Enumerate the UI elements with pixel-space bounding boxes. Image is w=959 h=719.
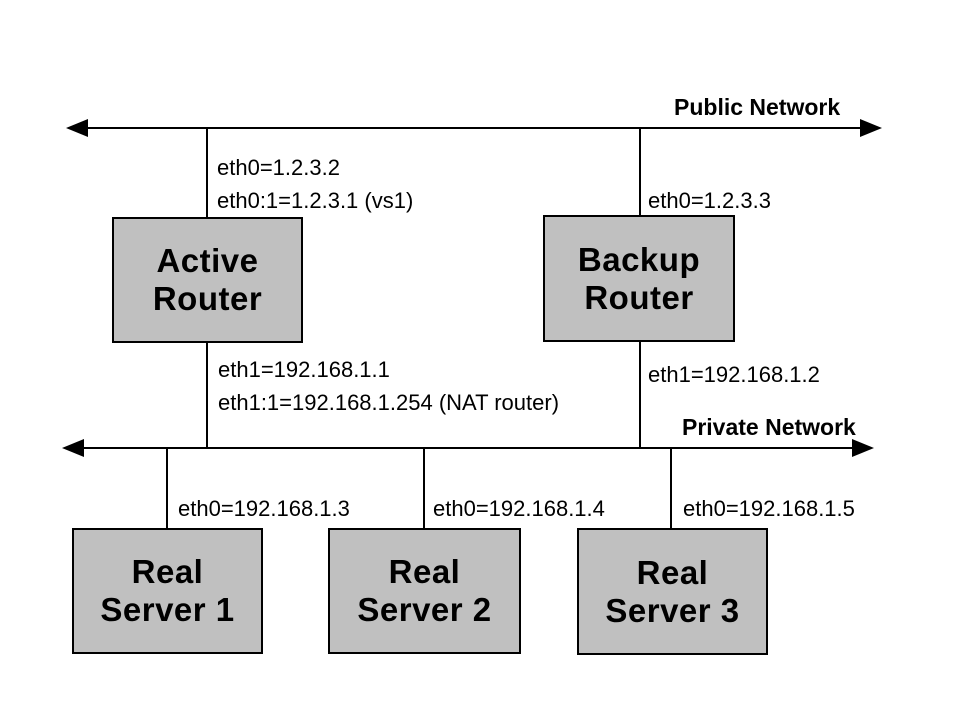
public-network-title: Public Network bbox=[674, 94, 841, 120]
if-label-line: eth1:1=192.168.1.254 (NAT router) bbox=[218, 390, 560, 415]
arrow-left-icon bbox=[66, 119, 88, 137]
if-label-line: eth0:1=1.2.3.1 (vs1) bbox=[217, 188, 414, 213]
node-title-line: Active bbox=[156, 242, 259, 279]
active-router-public-if-labels: eth0=1.2.3.2 eth0:1=1.2.3.1 (vs1) bbox=[217, 151, 413, 217]
line-shaft bbox=[81, 127, 867, 129]
connector-public-to-backup-router bbox=[639, 128, 641, 216]
public-network-line bbox=[66, 119, 882, 137]
real-server-2-node: Real Server 2 bbox=[328, 528, 521, 654]
line-shaft bbox=[77, 447, 859, 449]
node-title-line: Server 3 bbox=[605, 591, 740, 629]
private-network-title: Private Network bbox=[682, 414, 856, 440]
backup-router-node: Backup Router bbox=[543, 215, 735, 342]
connector-private-to-server3 bbox=[670, 448, 672, 528]
node-title-line: Server 1 bbox=[100, 591, 235, 628]
arrow-left-icon bbox=[62, 439, 84, 457]
if-label-line: eth1=192.168.1.1 bbox=[218, 357, 390, 382]
backup-router-public-if-label: eth0=1.2.3.3 bbox=[648, 188, 771, 213]
active-router-node: Active Router bbox=[112, 217, 303, 343]
server3-if-label: eth0=192.168.1.5 bbox=[683, 496, 855, 521]
real-server-1-node: Real Server 1 bbox=[72, 528, 263, 654]
node-title-line: Real bbox=[636, 553, 709, 591]
backup-router-private-if-label: eth1=192.168.1.2 bbox=[648, 362, 820, 387]
node-title-line: Router bbox=[152, 280, 263, 317]
active-router-private-if-labels: eth1=192.168.1.1 eth1:1=192.168.1.254 (N… bbox=[218, 353, 559, 419]
arrow-right-icon bbox=[852, 439, 874, 457]
connector-public-to-active-router bbox=[206, 128, 208, 217]
connector-active-router-to-private bbox=[206, 343, 208, 448]
server1-if-label: eth0=192.168.1.3 bbox=[178, 496, 350, 521]
node-title-line: Real bbox=[131, 553, 204, 590]
real-server-3-node: Real Server 3 bbox=[577, 528, 768, 655]
node-title-line: Backup bbox=[577, 240, 701, 278]
arrow-right-icon bbox=[860, 119, 882, 137]
private-network-line bbox=[62, 439, 874, 457]
server2-if-label: eth0=192.168.1.4 bbox=[433, 496, 605, 521]
connector-private-to-server1 bbox=[166, 448, 168, 528]
if-label-line: eth0=1.2.3.2 bbox=[217, 155, 340, 180]
node-title-line: Real bbox=[388, 553, 461, 590]
node-title-line: Server 2 bbox=[357, 591, 492, 628]
connector-private-to-server2 bbox=[423, 448, 425, 528]
connector-backup-router-to-private bbox=[639, 342, 641, 448]
node-title-line: Router bbox=[584, 278, 694, 316]
